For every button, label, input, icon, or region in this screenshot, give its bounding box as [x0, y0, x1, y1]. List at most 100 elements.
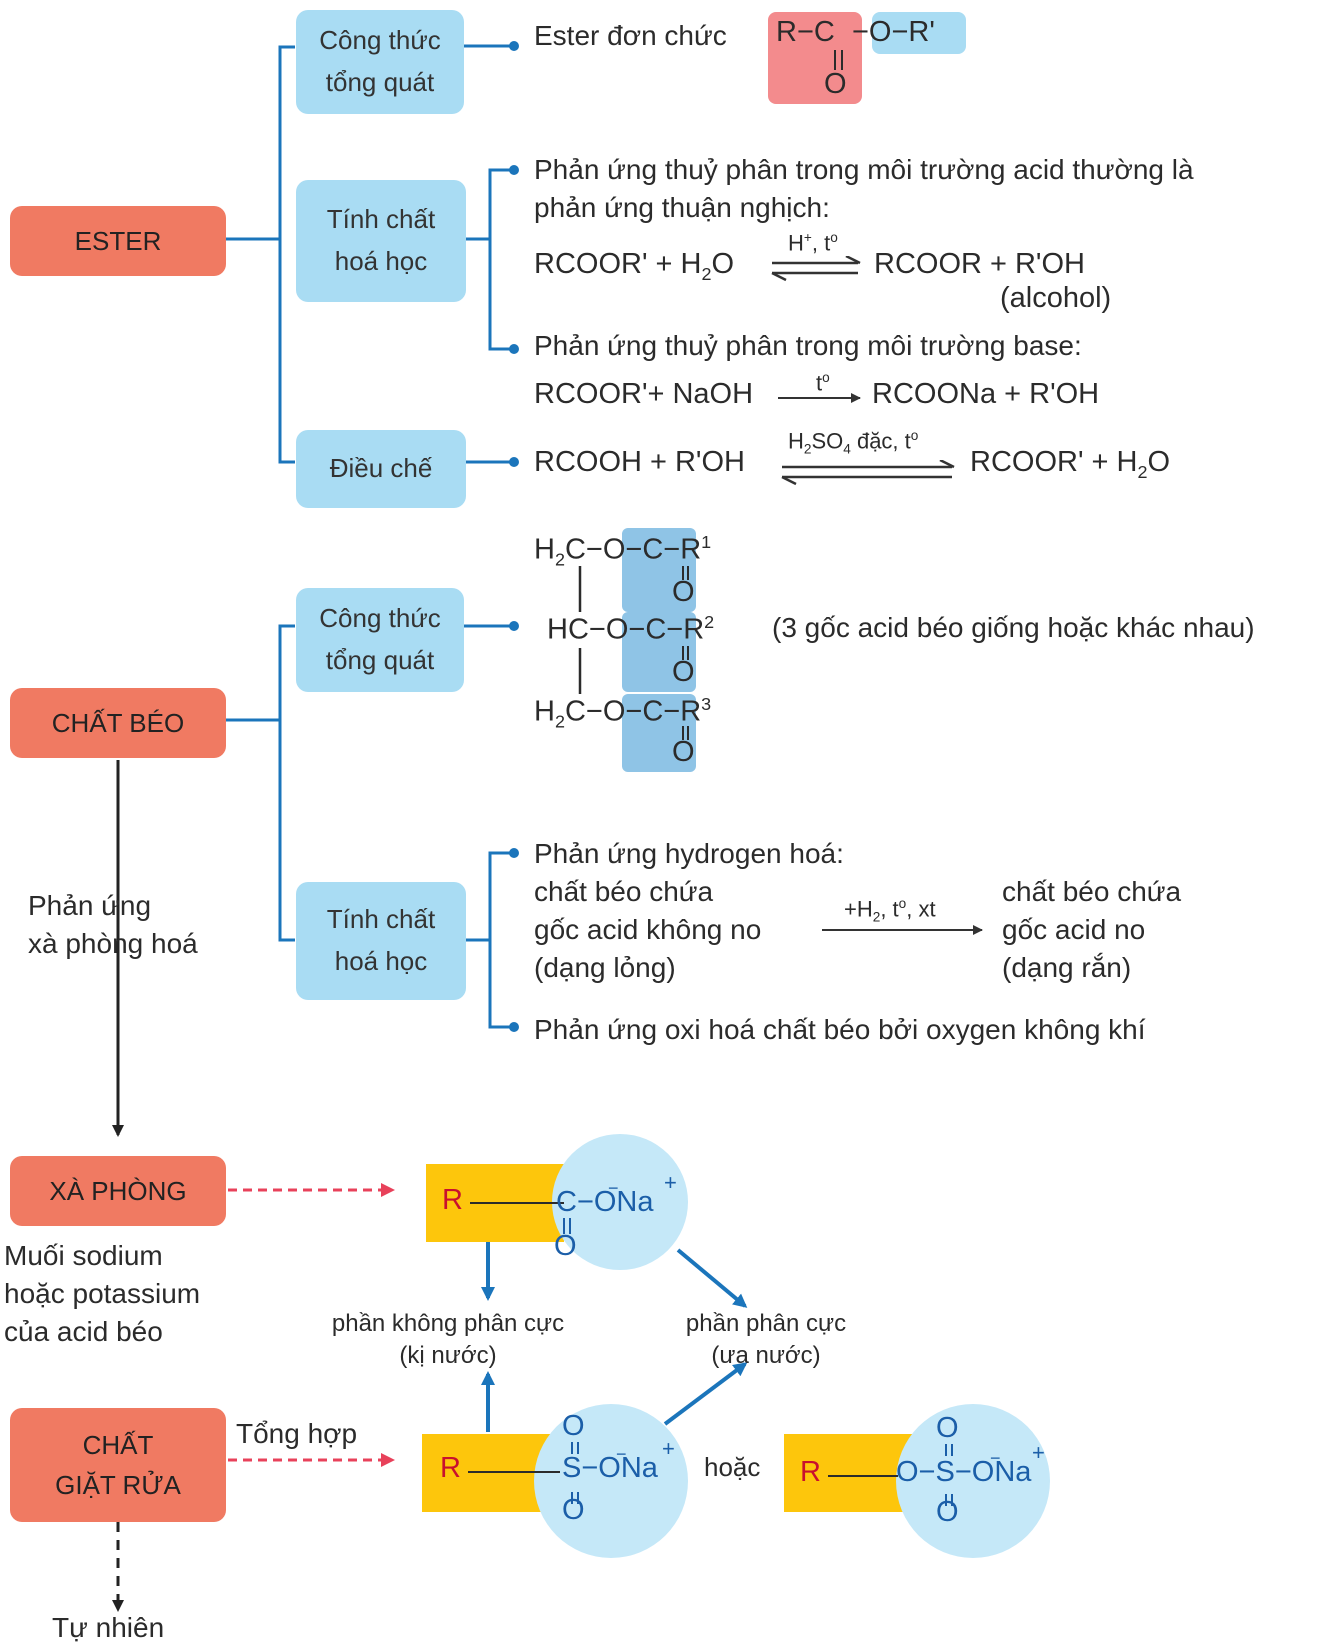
- hydro-right-line3: (dạng rắn): [1002, 952, 1132, 983]
- acid-hydrolysis-line1: Phản ứng thuỷ phân trong môi trường acid…: [534, 154, 1194, 185]
- detergent-head-formula: S−ONa: [562, 1452, 658, 1484]
- detergent-r-group: R: [440, 1452, 461, 1484]
- ester-tree-lines: [224, 44, 512, 464]
- ester-formula-carbonyl-o: O: [824, 68, 847, 100]
- acid-eq-note: (alcohol): [1000, 282, 1112, 314]
- soap-r-group: R: [442, 1184, 463, 1216]
- fat-formula-box: Công thức tổng quát: [296, 588, 464, 692]
- prep-eq-right: RCOOR' + H2O: [970, 446, 1171, 482]
- carbonyl-double-bond: [834, 50, 843, 70]
- fat-props-box-line1: Tính chất: [326, 904, 436, 935]
- detergent-oxygen-charge: −: [616, 1444, 627, 1464]
- ester-props-box: Tính chất hoá học: [296, 180, 466, 302]
- ester-prep-box-label: Điều chế: [329, 453, 433, 484]
- hydro-left-line2: gốc acid không no: [534, 914, 762, 945]
- detergent2-hydrophilic-head: [896, 1404, 1050, 1558]
- saponification-line1: Phản ứng: [28, 890, 152, 921]
- acid-eq-condition: H+, to: [788, 230, 838, 256]
- prep-eq-condition: H2SO4 đặc, to: [788, 428, 919, 457]
- saponification-line2: xà phòng hoá: [28, 928, 198, 959]
- detergent-chain-bond: [468, 1471, 560, 1473]
- triglyceride-row3: H2C−O−C−R3: [534, 694, 712, 732]
- hydro-left-line1: chất béo chứa: [534, 876, 714, 907]
- triglyceride-row1: H2C−O−C−R1: [534, 532, 712, 570]
- soap-description-line2: hoặc potassium: [4, 1278, 201, 1309]
- ester-formula-alkoxy: −O−R': [852, 16, 935, 48]
- base-eq-right: RCOONa + R'OH: [872, 378, 1100, 410]
- polar-arrow-up: [663, 1362, 748, 1426]
- soap-head-formula: C−ONa: [556, 1186, 654, 1218]
- or-word: hoặc: [704, 1452, 761, 1482]
- soap-chain-bond: [470, 1202, 564, 1204]
- detergent-node: CHẤT GIẶT RỬA: [10, 1408, 226, 1522]
- ester-prep-box: Điều chế: [296, 430, 466, 508]
- soap-description-line1: Muối sodium: [4, 1240, 163, 1271]
- carbonyl-double-bonds: [682, 566, 689, 740]
- detergent2-chain-bond: [828, 1475, 898, 1477]
- base-eq-condition: to: [816, 370, 830, 396]
- fat-formula-box-line2: tổng quát: [325, 645, 435, 675]
- natural-label: Tự nhiên: [52, 1612, 165, 1643]
- hydrogenation-arrow: [822, 925, 983, 935]
- ester-formula-box-line1: Công thức: [319, 25, 441, 56]
- hydrogenation-title: Phản ứng hydrogen hoá:: [534, 838, 844, 869]
- fat-label: CHẤT BÉO: [51, 707, 185, 738]
- soap-carbonyl-bond: [563, 1218, 571, 1234]
- fat-props-box: Tính chất hoá học: [296, 882, 466, 1000]
- base-eq-arrow: [778, 393, 861, 403]
- hydro-left-line3: (dạng lỏng): [534, 952, 676, 983]
- polar-arrow-down: [676, 1248, 748, 1308]
- soap-description-line3: của acid béo: [4, 1316, 163, 1347]
- detergent2-sodium-charge: +: [1032, 1440, 1045, 1465]
- acid-hydrolysis-line2: phản ứng thuận nghịch:: [534, 192, 830, 223]
- acid-eq-right: RCOOR + R'OH: [874, 248, 1085, 280]
- soap-node: XÀ PHÒNG: [10, 1156, 226, 1226]
- soap-label: XÀ PHÒNG: [49, 1175, 187, 1206]
- detergent2-sulfonyl-o-top: O: [936, 1412, 959, 1444]
- soap-hydrophilic-head: [552, 1134, 688, 1270]
- base-hydrolysis-title: Phản ứng thuỷ phân trong môi trường base…: [534, 330, 1082, 361]
- fat-props-box-line2: hoá học: [334, 946, 428, 976]
- ester-formula-label: Ester đơn chức: [534, 20, 727, 51]
- ester-label: ESTER: [74, 225, 162, 256]
- prep-eq-left: RCOOH + R'OH: [534, 446, 745, 478]
- detergent2-head-formula: O−S−ONa: [896, 1456, 1032, 1488]
- nonpolar-label-line2: (kị nước): [399, 1342, 497, 1369]
- soap-carbonyl-o: O: [554, 1230, 577, 1262]
- detergent-label-line2: GIẶT RỬA: [55, 1470, 181, 1500]
- soap-sodium-charge: +: [664, 1170, 677, 1195]
- reversible-arrow-2: [781, 460, 955, 486]
- soap-oxygen-charge: −: [608, 1178, 619, 1198]
- fat-node: CHẤT BÉO: [10, 688, 226, 758]
- hydro-right-line2: gốc acid no: [1002, 914, 1146, 945]
- carbonyl-o-2: O: [672, 656, 695, 688]
- triglyceride-note: (3 gốc acid béo giống hoặc khác nhau): [772, 612, 1255, 643]
- detergent2-sulfonyl-bonds: [945, 1444, 953, 1506]
- ester-formula-acyl: R−C: [776, 16, 835, 48]
- alkoxy-highlight: [872, 12, 966, 54]
- hydro-condition: +H2, to, xt: [844, 896, 936, 925]
- glycerol-backbone-bonds: [578, 566, 582, 694]
- ester-props-box-line1: Tính chất: [326, 204, 436, 235]
- acyl-highlight: [768, 12, 862, 104]
- polar-label-line2: (ưa nước): [711, 1342, 821, 1369]
- polar-label-line1: phần phân cực: [685, 1310, 847, 1337]
- fat-tree-lines: [224, 624, 512, 1029]
- ester-props-box-line2: hoá học: [334, 246, 428, 276]
- fat-formula-box-line1: Công thức: [319, 603, 441, 634]
- fat-tree-dots: [509, 621, 519, 1032]
- detergent-sodium-charge: +: [662, 1436, 675, 1461]
- oxidation-text: Phản ứng oxi hoá chất béo bởi oxygen khô…: [534, 1014, 1146, 1045]
- synthesis-label: Tổng hợp: [236, 1418, 358, 1449]
- ester-node: ESTER: [10, 206, 226, 276]
- ester-formula-box-line2: tổng quát: [325, 67, 435, 97]
- nonpolar-label-line1: phần không phân cực: [331, 1310, 565, 1337]
- carbonyl-o-1: O: [672, 576, 695, 608]
- carbonyl-o-3: O: [672, 736, 695, 768]
- hydro-right-line1: chất béo chứa: [1002, 876, 1182, 907]
- detergent-sulfonyl-o-top: O: [562, 1410, 585, 1442]
- detergent2-r-group: R: [800, 1456, 821, 1488]
- detergent2-oxygen-charge: −: [990, 1448, 1001, 1468]
- triglyceride-row2: HC−O−C−R2: [547, 612, 715, 646]
